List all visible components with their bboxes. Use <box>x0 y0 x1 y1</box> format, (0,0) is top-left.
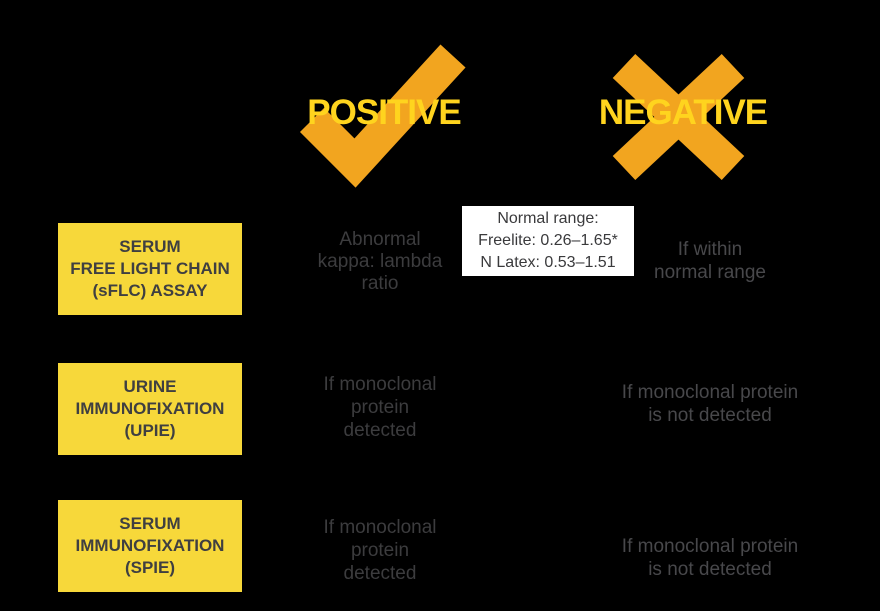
sflc-positive-result: Abnormal kappa: lambda ratio <box>317 229 443 294</box>
upie-negative-result: If monoclonal protein is not detected <box>621 382 799 426</box>
test-box-upie: URINE IMMUNOFIXATION (UPIE) <box>58 363 242 455</box>
check-icon <box>299 44 466 188</box>
upie-positive-result: If monoclonal protein detected <box>323 374 437 441</box>
spie-positive-result: If monoclonal protein detected <box>323 517 437 584</box>
positive-header: POSITIVE <box>307 93 461 132</box>
test-box-spie: SERUM IMMUNOFIXATION (SPIE) <box>58 500 242 592</box>
normal-range-note: Normal range: Freelite: 0.26–1.65* N Lat… <box>462 206 634 276</box>
negative-header: NEGATIVE <box>598 93 768 132</box>
cross-icon <box>612 53 745 181</box>
spie-negative-result: If monoclonal protein is not detected <box>621 536 799 580</box>
sflc-negative-result: If within normal range <box>654 239 766 283</box>
test-box-sflc-assay: SERUM FREE LIGHT CHAIN (sFLC) ASSAY <box>58 223 242 315</box>
